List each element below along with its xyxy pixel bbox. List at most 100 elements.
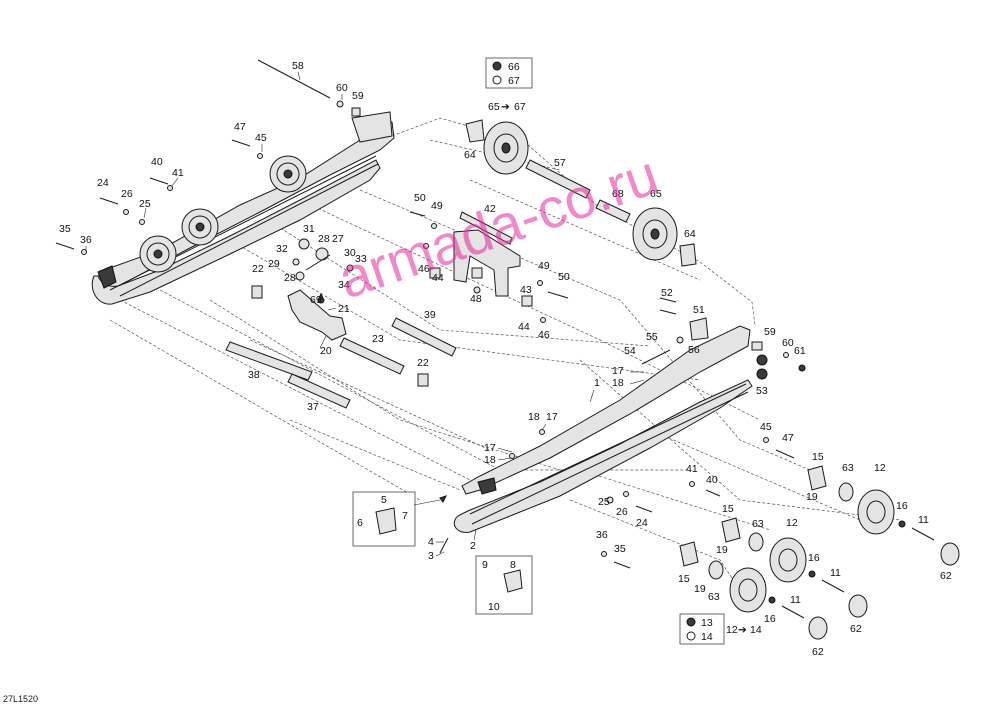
callout-28b: 28 xyxy=(318,233,330,245)
callout-50b: 50 xyxy=(558,271,570,283)
callout-12a: 12 xyxy=(874,462,886,474)
callout-45b: 45 xyxy=(760,421,772,433)
callout-62c: 62 xyxy=(812,646,824,658)
callout-16a: 16 xyxy=(896,500,908,512)
callout-46b: 46 xyxy=(538,329,550,341)
right-fasteners xyxy=(439,297,806,569)
callout-59: 59 xyxy=(352,90,364,102)
right-rail-wheels xyxy=(679,465,960,640)
callout-49a: 49 xyxy=(431,200,443,212)
callout-44a: 44 xyxy=(432,272,444,284)
callout-69: 69 xyxy=(310,294,322,306)
callout-51: 51 xyxy=(693,304,705,316)
callout-20: 20 xyxy=(320,345,332,357)
callout-12b: 12 xyxy=(786,517,798,529)
callout-11b: 11 xyxy=(830,567,841,579)
callout-59b: 59 xyxy=(764,326,776,338)
callout-39: 39 xyxy=(424,309,436,321)
callout-63c: 63 xyxy=(708,591,720,603)
callout-35b: 35 xyxy=(614,543,626,555)
callout-45: 45 xyxy=(255,132,267,144)
callout-62a: 62 xyxy=(940,570,952,582)
callout-19c: 19 xyxy=(694,583,706,595)
callout-11c: 11 xyxy=(790,594,801,606)
callout-29: 29 xyxy=(268,258,280,270)
callout-23: 23 xyxy=(372,333,384,345)
callout-55: 55 xyxy=(646,331,658,343)
right-slide-rail xyxy=(453,317,753,533)
callout-32: 32 xyxy=(276,243,288,255)
callout-47: 47 xyxy=(234,121,246,133)
callout-31: 31 xyxy=(303,223,315,235)
stopper-item-a: 6 xyxy=(357,517,363,529)
callout-60b: 60 xyxy=(782,337,794,349)
wheel-kit-number: 12 xyxy=(726,624,738,636)
callout-68: 68 xyxy=(612,188,624,200)
callout-63b: 63 xyxy=(752,518,764,530)
callout-2: 2 xyxy=(470,540,476,552)
bracket-item-a: 9 xyxy=(482,559,488,571)
callout-33: 33 xyxy=(355,253,367,265)
callout-52: 52 xyxy=(661,287,673,299)
callout-56: 56 xyxy=(688,344,700,356)
callout-28a: 28 xyxy=(284,272,296,284)
seal-kit-to: 67 xyxy=(514,101,526,113)
callout-57: 57 xyxy=(554,157,566,169)
wheel-kit-arrow: ➔ xyxy=(738,624,747,636)
seal-kit-item-a: 66 xyxy=(508,61,520,73)
callout-4: 4 xyxy=(428,536,434,548)
callout-47b: 47 xyxy=(782,432,794,444)
diagram-code: 27L1520 xyxy=(3,694,39,704)
callout-18a: 18 xyxy=(612,377,624,389)
callout-41: 41 xyxy=(172,167,184,179)
callout-54: 54 xyxy=(624,345,636,357)
wheel-kit-item-b: 14 xyxy=(701,631,713,643)
wheel-kit-to: 14 xyxy=(750,624,762,636)
callout-46a: 46 xyxy=(418,263,430,275)
callout-17a: 17 xyxy=(612,365,624,377)
callout-38: 38 xyxy=(248,369,260,381)
callout-50a: 50 xyxy=(414,192,426,204)
callout-48: 48 xyxy=(470,293,482,305)
callout-18c: 18 xyxy=(484,454,496,466)
callout-61: 61 xyxy=(794,345,806,357)
front-arm-assembly xyxy=(251,238,354,341)
callout-40: 40 xyxy=(151,156,163,168)
bracket-item-b: 10 xyxy=(488,601,500,613)
inset-seal-kit-box xyxy=(485,57,533,89)
callout-44b: 44 xyxy=(518,321,530,333)
upper-idler-assembly xyxy=(465,119,697,267)
callout-17b: 17 xyxy=(546,411,558,423)
callout-43: 43 xyxy=(520,284,532,296)
leader-lines xyxy=(85,71,645,557)
callout-41b: 41 xyxy=(686,463,698,475)
callout-53: 53 xyxy=(756,385,768,397)
callout-19b: 19 xyxy=(716,544,728,556)
callout-18b: 18 xyxy=(528,411,540,423)
inset-stopper-box xyxy=(352,491,447,547)
seal-kit-arrow: ➔ xyxy=(501,101,510,113)
callout-24b: 24 xyxy=(636,517,648,529)
tie-rod-58 xyxy=(257,59,361,117)
callout-63a: 63 xyxy=(842,462,854,474)
callout-15b: 15 xyxy=(722,503,734,515)
stopper-title: 5 xyxy=(381,494,387,506)
wheel-kit-item-a: 13 xyxy=(701,617,713,629)
callout-22a: 22 xyxy=(252,263,264,275)
callout-15a: 15 xyxy=(812,451,824,463)
callout-65: 65 xyxy=(650,188,662,200)
callout-16b: 16 xyxy=(808,552,820,564)
callout-15c: 15 xyxy=(678,573,690,585)
callout-60: 60 xyxy=(336,82,348,94)
inset-bracket-box xyxy=(475,555,533,615)
callout-26: 26 xyxy=(121,188,133,200)
left-slide-rail xyxy=(91,111,395,305)
stopper-item-b: 7 xyxy=(402,510,408,522)
seal-kit-item-b: 67 xyxy=(508,75,520,87)
callout-42: 42 xyxy=(484,203,496,215)
assembly-guide-lines xyxy=(109,117,901,591)
callout-11a: 11 xyxy=(918,514,929,526)
seal-kit-number: 65 xyxy=(488,101,500,113)
